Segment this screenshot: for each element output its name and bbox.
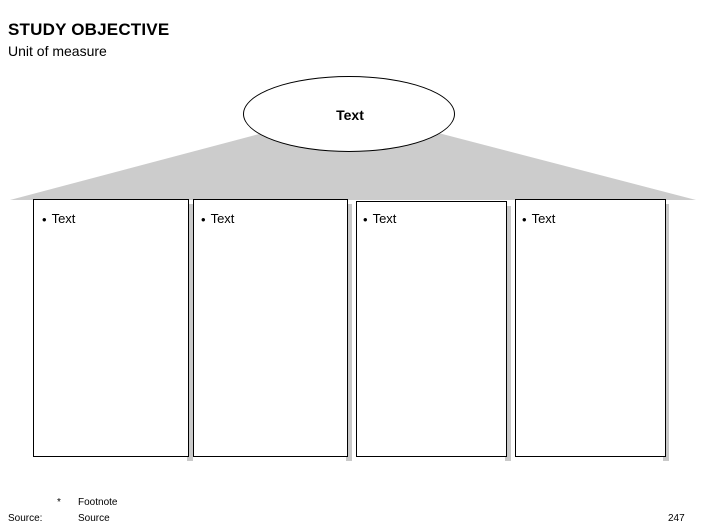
column-box-3[interactable]	[356, 201, 507, 457]
bullet-icon-1: •	[42, 212, 47, 228]
page-subtitle: Unit of measure	[8, 43, 107, 59]
column-text-4: Text	[531, 211, 556, 226]
bullet-icon-4: •	[522, 212, 527, 228]
column-label-3: • Text	[363, 211, 396, 226]
column-shadow-3	[505, 206, 511, 461]
page-title: STUDY OBJECTIVE	[8, 20, 170, 39]
column-box-2[interactable]	[193, 199, 348, 457]
pediment-triangle	[10, 110, 696, 200]
column-shadow-1	[187, 204, 193, 461]
column-label-1: • Text	[42, 211, 75, 226]
footnote-text: Footnote	[78, 497, 118, 508]
column-shadow-4	[663, 204, 669, 461]
keystone-ellipse[interactable]: Text	[243, 76, 457, 154]
footnote-marker: *	[57, 497, 61, 508]
column-box-1[interactable]	[33, 199, 189, 457]
bullet-icon-3: •	[363, 212, 368, 228]
ellipse-label: Text	[336, 107, 364, 123]
ellipse-outline	[243, 76, 455, 152]
column-text-1: Text	[51, 211, 76, 226]
page-number: 247	[668, 513, 685, 524]
column-label-4: • Text	[522, 211, 555, 226]
column-shadow-2	[346, 204, 352, 461]
pediment-polygon	[10, 110, 696, 200]
column-text-2: Text	[210, 211, 235, 226]
column-text-3: Text	[372, 211, 397, 226]
source-label: Source:	[8, 513, 43, 524]
bullet-icon-2: •	[201, 212, 206, 228]
source-text: Source	[78, 513, 110, 524]
column-box-4[interactable]	[515, 199, 666, 457]
column-label-2: • Text	[201, 211, 234, 226]
